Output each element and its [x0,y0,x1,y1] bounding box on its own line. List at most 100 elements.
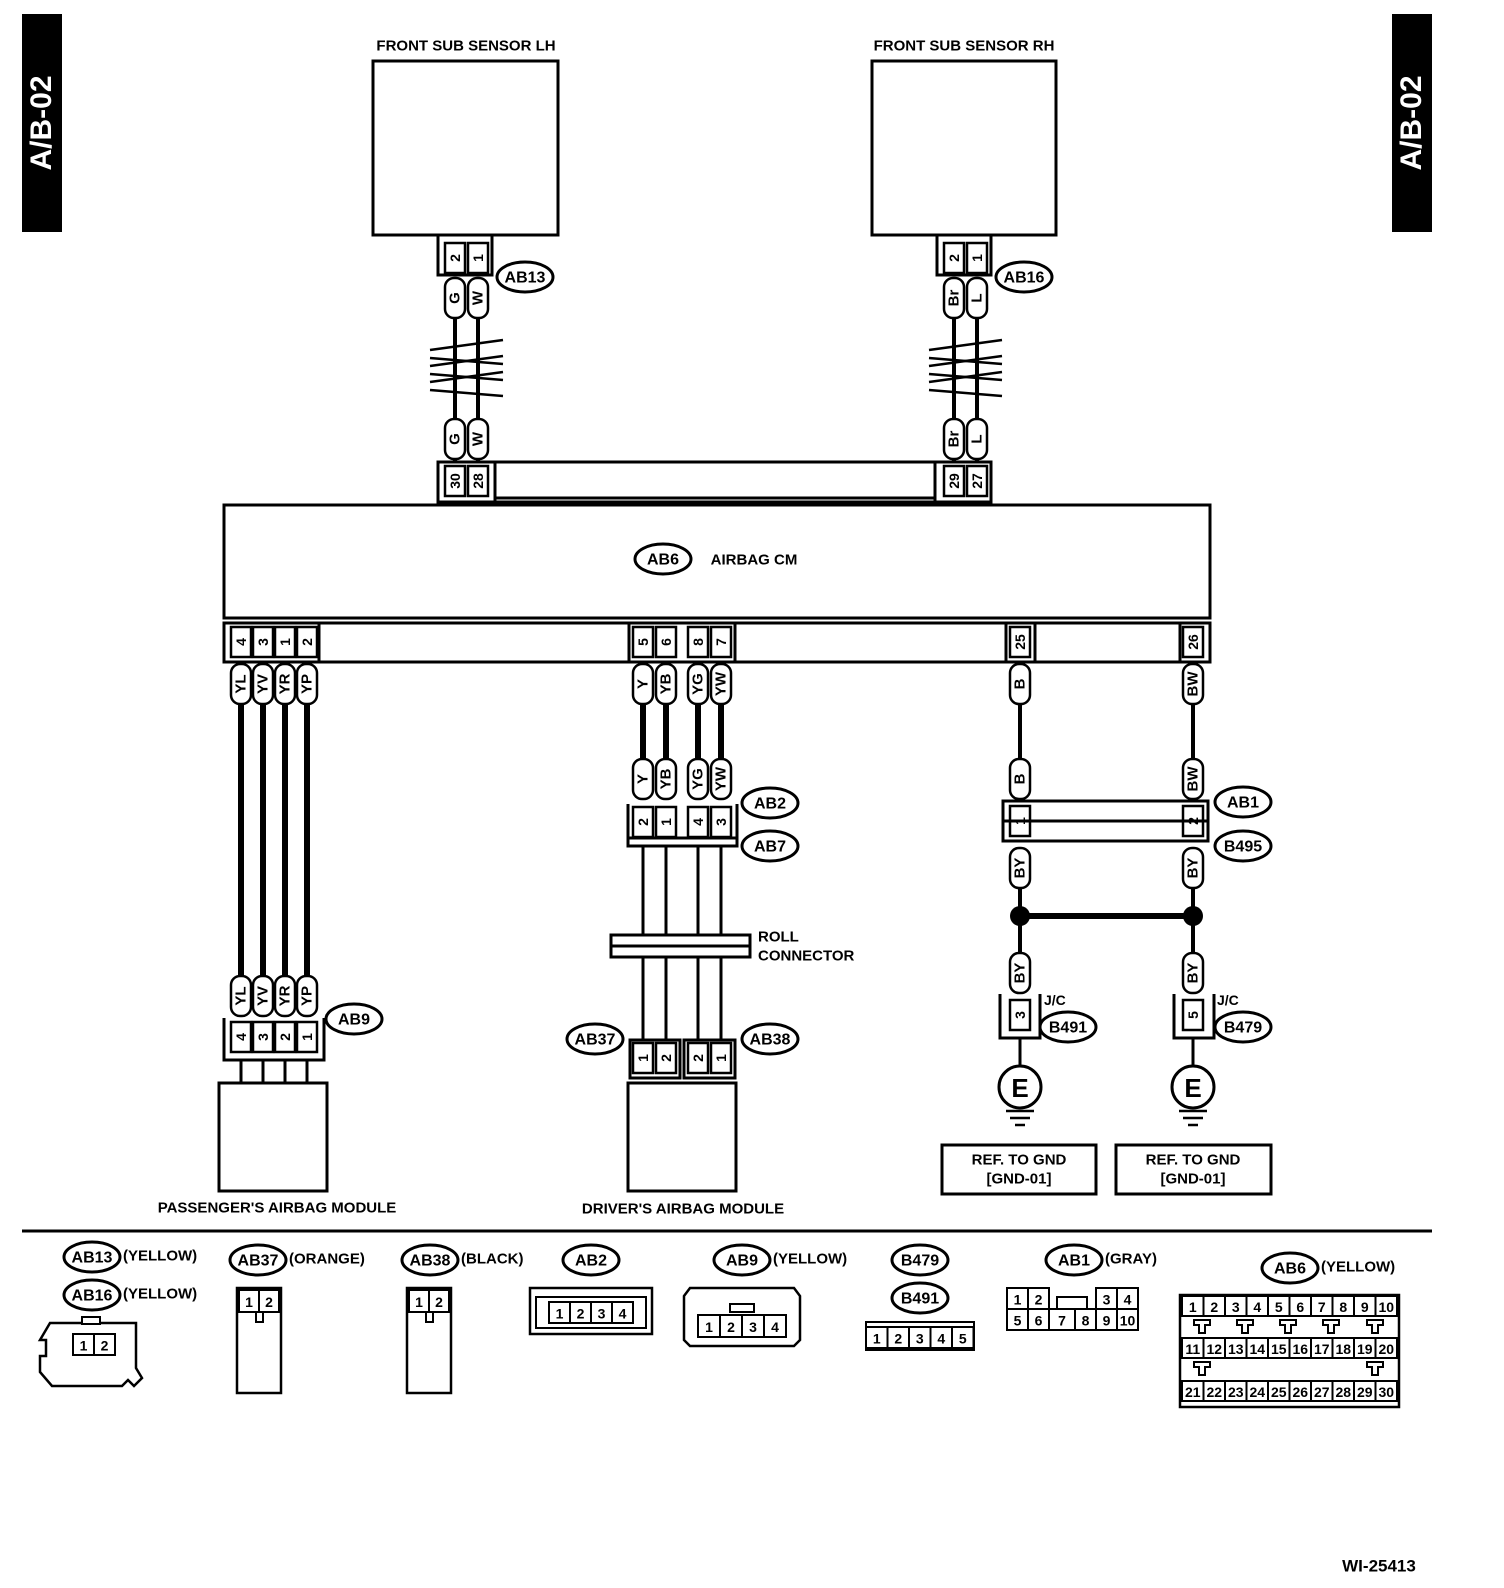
pin-ab37-1-cell [631,1041,655,1075]
pin-ab37-1-label: 1 [635,1054,651,1062]
sensor-rh-title: FRONT SUB SENSOR RH [874,38,1055,55]
wire-gnd-by-lower-1-tag [1181,951,1205,995]
wire-pass-bottom-YR-label: YR [277,985,294,1006]
legend-ab6-pin-17-label: 17 [1314,1341,1330,1357]
wire-drv-bottom-YG-tag [686,757,710,801]
connector-ab16-badge [994,260,1054,294]
legend-ab1-latch [1056,1296,1088,1310]
wire-drv-top-Y-label: Y [635,679,652,689]
connector-ab13-label: AB13 [505,270,546,287]
ground-ref-text-1: REF. TO GND [972,1152,1067,1169]
pin-ab1-2-cell [1181,804,1205,838]
wire-drv-top-YB-label: YB [658,673,675,694]
legend-ab2-face [528,1286,654,1336]
legend-b479-face [865,1321,975,1351]
wire-pass-bottom-YR-tag [273,974,297,1018]
legend-ab6-pin-12-label: 12 [1206,1341,1222,1357]
pin-ab38-1-label: 1 [713,1054,729,1062]
pin-ab2-4-cell [686,805,710,839]
legend-ab6-pin-4-label: 4 [1253,1299,1261,1315]
legend-ab38-face [405,1286,453,1395]
legend-ab13-label: AB13 [72,1250,113,1267]
pin-ab2-1-label: 1 [658,818,674,826]
legend-ab6-color: (YELLOW) [1321,1259,1395,1276]
legend-ab6-key [1193,1361,1211,1376]
pin-cm-27-label: 27 [969,473,985,489]
ab16-shell [935,236,993,277]
wire-lh-bottom-W-tag [466,417,490,461]
wire-rh-top-Br-label: Br [946,290,963,307]
wire-gnd-top-BW-tag [1181,662,1205,706]
legend-ab2-pin-2-label: 2 [577,1306,585,1322]
legend-ab6-pin-10 [1374,1295,1398,1317]
legend-ab6-pin-8-label: 8 [1339,1299,1347,1315]
connector-b491-label: B491 [1049,1020,1087,1037]
pin-cm-3-cell [251,625,275,659]
pin-lh-sensor-1-label: 1 [470,254,486,262]
pin-ab38-2-cell [686,1041,710,1075]
legend-ab6-pin-19-label: 19 [1357,1341,1373,1357]
wire-pass-bottom-YV-tag [251,974,275,1018]
legend-ab6-pin-20-label: 20 [1378,1341,1394,1357]
pin-lh-sensor-1-cell [466,241,490,275]
figure-id: WI-25413 [1342,1557,1416,1576]
legend-ab1-pin-7-label: 7 [1058,1313,1066,1329]
legend-ab6-key [1236,1319,1254,1334]
pin-ab2-3-label: 3 [713,818,729,826]
ground-symbol [1170,1064,1216,1110]
legend-ab37-face [235,1286,283,1395]
wire-pass-top-YR-label: YR [277,673,294,694]
legend-ab13-color: (YELLOW) [123,1248,197,1265]
legend-ab38-badge [400,1243,460,1277]
legend-ab6-pin-25-label: 25 [1271,1384,1287,1400]
wire-lh-top-G-label: G [447,292,464,304]
wire-drv-bottom-YW-label: YW [713,766,730,791]
legend-ab37-badge [228,1243,288,1277]
wire-drv-bottom-YG-label: YG [690,768,707,790]
legend-b479-label: B479 [901,1253,939,1270]
legend-ab1-pin-4-label: 4 [1124,1292,1132,1308]
legend-ab37-pin-2-label: 2 [265,1294,273,1310]
legend-ab6-badge [1260,1251,1320,1285]
connector-ab37-label: AB37 [575,1032,616,1049]
pin-cm-3-label: 3 [255,638,271,646]
pin-ab2-3-cell [709,805,733,839]
pin-cm-28-label: 28 [470,473,486,489]
legend-ab6-key [1279,1319,1297,1334]
twisted-pair-mark [928,370,1003,398]
wire-gnd-by-upper-1-label: BY [1185,858,1202,879]
connector-ab2-label: AB2 [754,796,786,813]
legend-ab6-pin-2-label: 2 [1210,1299,1218,1315]
pin-ab9-1-cell [295,1020,319,1054]
legend-ab38-color: (BLACK) [461,1251,523,1268]
wire-drv-top-YG-tag [686,662,710,706]
wire-gnd-by-upper-1-tag [1181,846,1205,890]
wire-rh-bottom-Br-label: Br [946,431,963,448]
wire-drv-top-YB-tag [654,662,678,706]
legend-ab1-label: AB1 [1058,1253,1090,1270]
legend-ab1-pin-2-label: 2 [1035,1292,1043,1308]
legend-ab38-label: AB38 [410,1253,451,1270]
wire-drv-top-YW-label: YW [713,671,730,696]
ground-ref-code-1: [GND-01] [986,1171,1051,1188]
twisted-pair-mark [429,370,504,398]
wire-gnd-by-lower-1-label: BY [1185,963,1202,984]
legend-ab9-color: (YELLOW) [773,1251,847,1268]
ground-ref-box-2 [1114,1143,1273,1196]
splice-point [1010,906,1030,926]
pin-cm-2-label: 2 [299,638,315,646]
legend-ab6-pin-23-label: 23 [1228,1384,1244,1400]
wire-pass-top-YP-label: YP [299,674,316,694]
legend-ab6-key [1366,1361,1384,1376]
legend-ab9-badge [712,1243,772,1277]
legend-ab1-pin-6-label: 6 [1035,1313,1043,1329]
wire-pass-top-YP-tag [295,662,319,706]
wire-pass-top-YL-label: YL [233,674,250,693]
pin-rh-sensor-1-label: 1 [969,254,985,262]
wire-gnd-by-upper-0-tag [1008,846,1032,890]
pin-rh-sensor-2-label: 2 [946,254,962,262]
wire-rh-top-L-label: L [969,293,986,302]
pin-ab2-2-cell [631,805,655,839]
legend-ab37-label: AB37 [238,1253,279,1270]
